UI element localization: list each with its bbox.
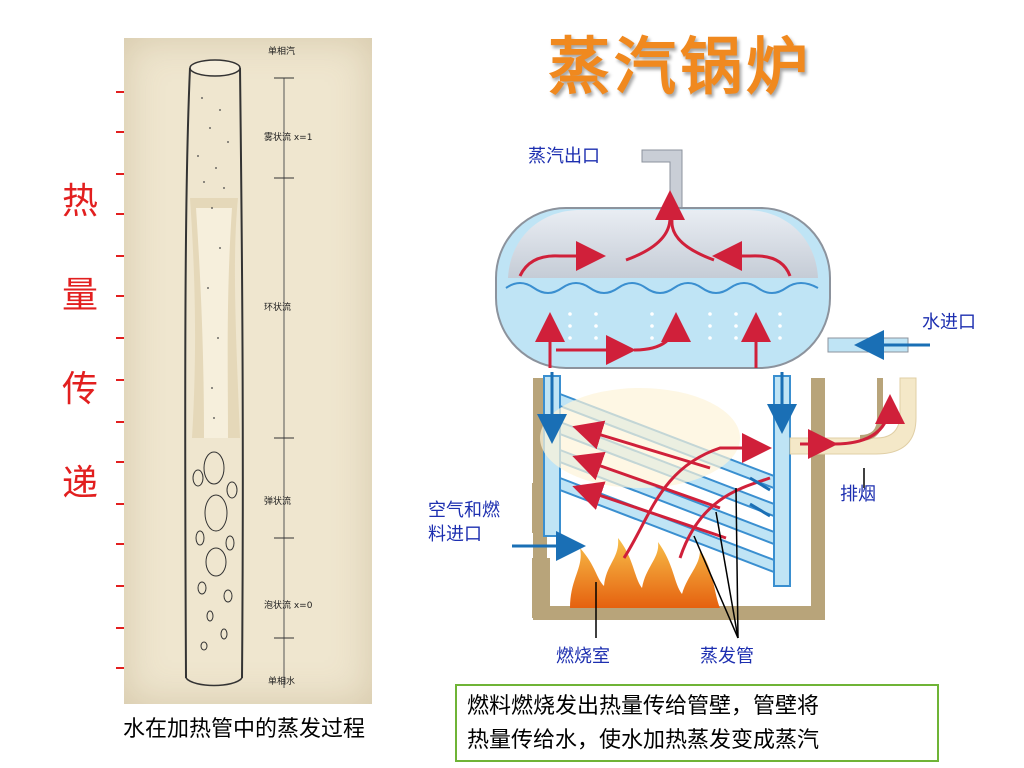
label-evaporator-tubes: 蒸发管 — [700, 646, 754, 667]
air-inlet-lower-wall — [532, 558, 550, 618]
vertical-caption-char-2: 量 — [61, 275, 98, 316]
bubble — [223, 589, 233, 603]
label-combustion-chamber: 燃烧室 — [556, 646, 610, 667]
mist-droplets — [197, 97, 229, 419]
boiler-diagram — [495, 149, 930, 639]
vapor-slug — [205, 547, 227, 577]
page-title: 蒸汽锅炉 — [548, 30, 813, 103]
bubble — [226, 481, 238, 499]
tube-right-wall — [239, 67, 244, 679]
steam-space — [508, 210, 818, 278]
label-single-phase-vapor: 单相汽 — [268, 47, 296, 57]
bubble — [220, 628, 228, 640]
label-slug-flow: 弹状流 — [264, 497, 292, 507]
bubble — [225, 535, 235, 551]
flue-gas-arrows — [572, 394, 905, 559]
vapor-slug — [204, 494, 228, 532]
explanation-note: 燃料燃烧发出热量传给管壁，管壁将 热量传给水，使水加热蒸发变成蒸汽 — [455, 684, 939, 762]
bubbles — [568, 312, 782, 340]
left-figure-caption: 水在加热管中的蒸发过程 — [122, 717, 365, 742]
bubble — [206, 610, 214, 622]
note-line-2: 热量传给水，使水加热蒸发变成蒸汽 — [467, 728, 820, 753]
label-exhaust: 排烟 — [840, 484, 876, 505]
note-line-1: 燃料燃烧发出热量传给管壁，管壁将 — [467, 694, 820, 719]
label-single-phase-water: 单相水 — [268, 677, 296, 687]
label-annular-flow: 环状流 — [264, 303, 292, 313]
vertical-caption-char-4: 递 — [61, 463, 98, 504]
tube-bottom — [185, 677, 243, 687]
evaporation-tube-figure: 单相汽 雾状流 x=1 环状流 弹状流 泡状流 x=0 单相水 — [124, 38, 372, 704]
label-mist-flow: 雾状流 x=1 — [264, 133, 313, 143]
bubble — [197, 581, 207, 595]
tube-top-opening — [189, 59, 241, 77]
tube-drawing — [184, 59, 294, 688]
water-surface — [505, 282, 819, 294]
scale-ticks — [274, 77, 294, 639]
steam-outlet-pipe — [641, 149, 683, 209]
label-water-inlet: 水进口 — [922, 312, 976, 333]
hot-gas-cloud — [540, 388, 740, 488]
label-air-fuel-inlet-line1: 空气和燃 — [428, 500, 500, 521]
label-air-fuel-inlet-line2: 料进口 — [428, 524, 482, 545]
exhaust-duct — [789, 377, 917, 455]
bubble — [200, 641, 208, 651]
steam-flow-arrows — [518, 190, 792, 368]
tube-left-wall — [184, 67, 191, 679]
vapor-slug — [203, 451, 225, 485]
label-steam-outlet: 蒸汽出口 — [528, 146, 600, 167]
bubble — [192, 469, 204, 487]
vertical-caption-char-3: 传 — [61, 369, 98, 410]
label-bubble-flow: 泡状流 x=0 — [264, 601, 313, 611]
fire-flames — [570, 538, 720, 608]
bubble — [195, 530, 205, 546]
leader-lines — [595, 468, 865, 639]
exhaust-duct-inner — [859, 378, 883, 441]
water-circulation-arrows — [537, 372, 797, 518]
vertical-caption-char-1: 热 — [61, 181, 98, 222]
vapor-core — [196, 208, 232, 438]
